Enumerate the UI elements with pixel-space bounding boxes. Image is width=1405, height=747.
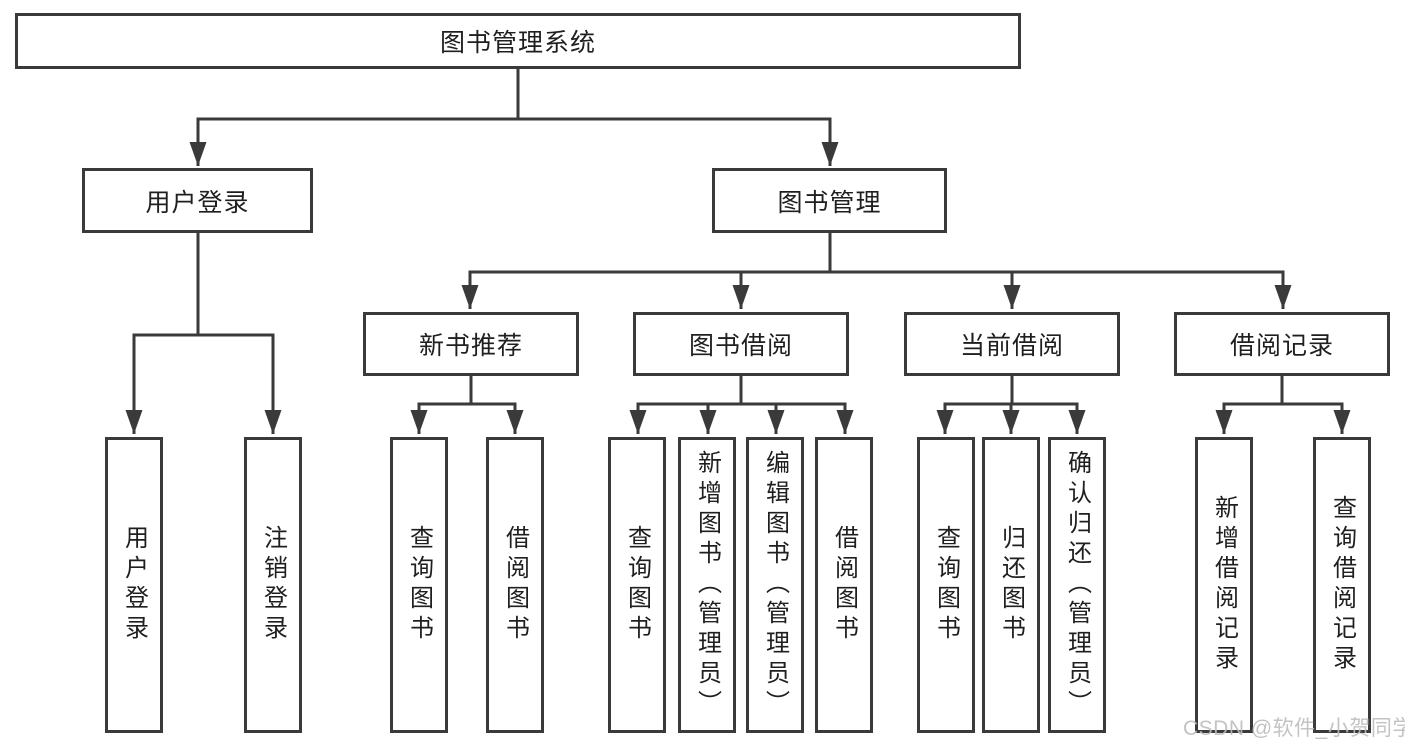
node-label: 查询图书 (405, 525, 433, 645)
leaf-query-books-recommend: 查询图书 (390, 437, 448, 733)
node-current-borrow: 当前借阅 (904, 312, 1120, 376)
leaf-add-books-admin: 新增图书（管理员） (678, 437, 736, 733)
node-borrow-records: 借阅记录 (1174, 312, 1390, 376)
node-book-borrow: 图书借阅 (633, 312, 849, 376)
node-label: 查询借阅记录 (1328, 495, 1356, 675)
node-label: 新书推荐 (418, 332, 523, 360)
leaf-borrow-books-recommend: 借阅图书 (486, 437, 544, 733)
leaf-logout: 注销登录 (244, 437, 302, 733)
node-label: 新增借阅记录 (1210, 495, 1238, 675)
node-label: 编辑图书（管理员） (761, 450, 789, 720)
node-new-book-recommend: 新书推荐 (363, 312, 579, 376)
leaf-borrow-books: 借阅图书 (815, 437, 873, 733)
node-label: 查询图书 (932, 525, 960, 645)
node-book-management: 图书管理 (712, 168, 947, 233)
node-label: 查询图书 (623, 525, 651, 645)
leaf-user-login: 用户登录 (105, 437, 163, 733)
node-label: 图书借阅 (688, 332, 793, 360)
node-label: 用户登录 (120, 525, 148, 645)
node-label: 新增图书（管理员） (693, 450, 721, 720)
leaf-edit-books-admin: 编辑图书（管理员） (746, 437, 804, 733)
node-label: 借阅记录 (1229, 332, 1334, 360)
node-label: 图书管理系统 (439, 29, 596, 57)
leaf-add-borrow-record: 新增借阅记录 (1195, 437, 1253, 733)
node-label: 注销登录 (259, 525, 287, 645)
leaf-query-books-current: 查询图书 (917, 437, 975, 733)
node-user-login: 用户登录 (82, 168, 313, 233)
leaf-return-books: 归还图书 (982, 437, 1040, 733)
node-label: 借阅图书 (830, 525, 858, 645)
node-label: 图书管理 (777, 188, 882, 217)
node-label: 当前借阅 (959, 332, 1064, 360)
node-label: 确认归还（管理员） (1063, 450, 1091, 720)
leaf-query-borrow-record: 查询借阅记录 (1313, 437, 1371, 733)
leaf-query-books-borrow: 查询图书 (608, 437, 666, 733)
csdn-watermark: CSDN @软件_小贺同学 (1183, 717, 1405, 740)
leaf-confirm-return-admin: 确认归还（管理员） (1048, 437, 1106, 733)
node-label: 归还图书 (997, 525, 1025, 645)
node-library-management-system: 图书管理系统 (15, 13, 1021, 69)
node-label: 用户登录 (145, 188, 250, 217)
node-label: 借阅图书 (501, 525, 529, 645)
